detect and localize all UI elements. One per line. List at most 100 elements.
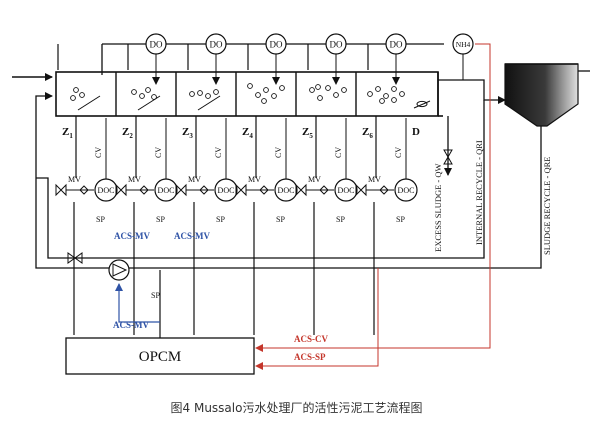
flow-meter <box>139 185 149 195</box>
motor-valve[interactable] <box>235 183 242 197</box>
motor-valve-half[interactable] <box>180 183 187 197</box>
acs-cv-line <box>255 43 491 352</box>
cv-label: CV <box>334 147 343 158</box>
air-bubble <box>367 91 373 97</box>
zone-d-label: D <box>412 126 420 138</box>
air-bubble <box>73 87 79 93</box>
mv-label: MV <box>308 175 321 184</box>
motor-valve[interactable] <box>355 183 362 197</box>
acs-sp-line <box>255 268 379 370</box>
flow-meter <box>319 185 329 195</box>
mv-label: MV <box>128 175 141 184</box>
doc-label: DOC <box>98 186 115 195</box>
air-bubble <box>255 92 261 98</box>
sp-label: SP <box>276 215 285 224</box>
excess-sludge-valve[interactable] <box>443 149 453 165</box>
air-bubble <box>145 87 151 93</box>
flow-meter <box>259 185 269 195</box>
doc-label: DOC <box>218 186 235 195</box>
mv-label: MV <box>368 175 381 184</box>
air-bubble <box>70 95 76 101</box>
opcm-label: OPCM <box>139 349 182 365</box>
do-label: DO <box>150 40 163 50</box>
motor-valve[interactable] <box>115 183 122 197</box>
cv-label: CV <box>154 147 163 158</box>
air-bubble <box>317 95 323 101</box>
air-bubble <box>205 93 211 99</box>
motor-valve-half[interactable] <box>60 183 67 197</box>
air-bubble <box>139 93 145 99</box>
acs-mv-label-2: ACS-MV <box>174 231 210 241</box>
air-bubble <box>391 97 397 103</box>
sludge-recycle-label: SLUDGE RECYCLE - QRE <box>542 157 552 255</box>
zone-label: Z6 <box>362 126 373 140</box>
cv-label: CV <box>214 147 223 158</box>
do-label: DO <box>270 40 283 50</box>
doc-label: DOC <box>158 186 175 195</box>
acs-cv-label: ACS-CV <box>294 334 329 344</box>
acs-mv-pump-line <box>115 283 160 323</box>
do-label: DO <box>210 40 223 50</box>
air-bubble <box>379 98 385 104</box>
internal-recycle-label: INTERNAL RECYCLE - QRI <box>474 140 484 245</box>
flow-meter <box>79 185 89 195</box>
motor-valve[interactable] <box>175 183 182 197</box>
opcm-box[interactable] <box>65 337 255 375</box>
air-bubble <box>189 91 195 97</box>
air-bubble <box>197 90 203 96</box>
recycle-valve[interactable] <box>67 252 83 264</box>
motor-valve[interactable] <box>295 183 302 197</box>
mixer-blade <box>77 95 101 111</box>
air-bubble <box>271 93 277 99</box>
zone-label: Z2 <box>122 126 133 140</box>
sp-label: SP <box>336 215 345 224</box>
motor-valve-half[interactable] <box>360 183 367 197</box>
effluent-line <box>438 79 506 104</box>
sp-label: SP <box>96 215 105 224</box>
aeration-basin <box>55 71 439 117</box>
doc-label: DOC <box>278 186 295 195</box>
air-bubble <box>279 85 285 91</box>
do-label: DO <box>390 40 403 50</box>
doc-label: DOC <box>338 186 355 195</box>
mv-label: MV <box>188 175 201 184</box>
pump-icon <box>112 263 128 277</box>
deoxic-zone: D <box>412 72 443 138</box>
flow-meter <box>199 185 209 195</box>
excess-sludge-label: EXCESS SLUDGE - QW <box>433 163 443 252</box>
air-bubble <box>383 93 389 99</box>
air-bubble <box>325 85 331 91</box>
sp-label: SP <box>216 215 225 224</box>
figure-caption: 图4 Mussalo污水处理厂的活性污泥工艺流程图 <box>170 401 423 415</box>
mv-label: MV <box>68 175 81 184</box>
air-bubble <box>213 89 219 95</box>
motor-valve-half[interactable] <box>120 183 127 197</box>
motor-valve-half[interactable] <box>240 183 247 197</box>
air-bubble <box>341 87 347 93</box>
mixer-blade <box>197 95 221 111</box>
nh4-label: NH4 <box>456 40 471 49</box>
internal-recycle-inlet <box>35 92 53 178</box>
air-bubble <box>391 86 397 92</box>
acs-mv-label-lower: ACS-MV <box>113 320 149 330</box>
air-bubble <box>333 92 339 98</box>
zone-label: Z5 <box>302 126 313 140</box>
air-bubble <box>315 84 321 90</box>
motor-valve-half[interactable] <box>300 183 307 197</box>
doc-label: DOC <box>398 186 415 195</box>
air-bubble <box>131 89 137 95</box>
mv-label: MV <box>248 175 261 184</box>
internal-recycle-line <box>36 100 485 259</box>
air-bubble <box>375 86 381 92</box>
air-bubble <box>263 87 269 93</box>
air-bubble <box>261 98 267 104</box>
motor-valve[interactable] <box>55 183 62 197</box>
zone-label: Z3 <box>182 126 193 140</box>
flow-meter <box>379 185 389 195</box>
cv-label: CV <box>274 147 283 158</box>
do-label: DO <box>330 40 343 50</box>
zone-label: Z4 <box>242 126 253 140</box>
cv-label: CV <box>94 147 103 158</box>
pump-sp-label: SP <box>151 291 160 300</box>
air-bubble <box>399 91 405 97</box>
